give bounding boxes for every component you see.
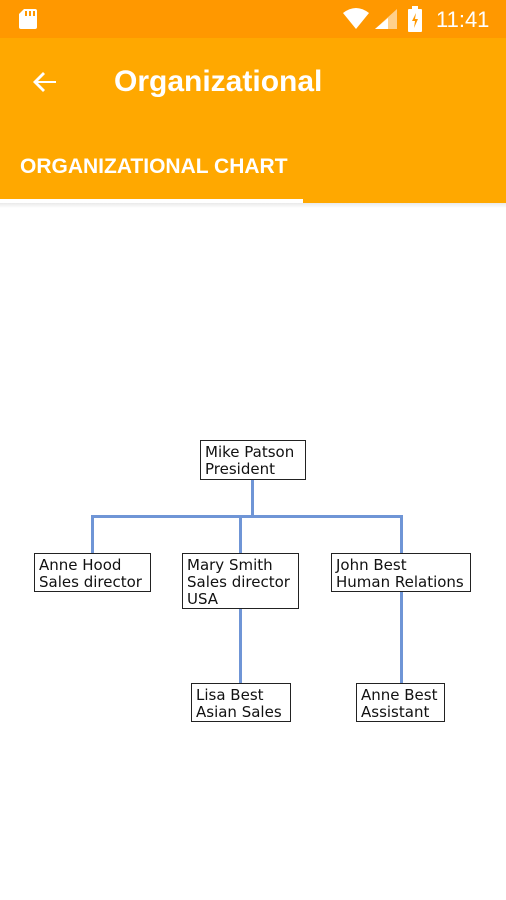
tab-indicator [0, 199, 303, 203]
connector-lisa-best [239, 608, 242, 684]
node-role: Human Relations [336, 573, 464, 591]
org-node-mike-patson: Mike Patson President [200, 440, 306, 480]
node-role: Sales director [187, 573, 290, 591]
connector-horizontal [91, 515, 403, 518]
org-node-anne-hood: Anne Hood Sales director [34, 553, 151, 592]
tab-organizational-chart[interactable]: ORGANIZATIONAL CHART [0, 130, 303, 203]
connector-root-down [251, 479, 254, 516]
page-title: Organizational [114, 65, 323, 98]
org-node-mary-smith: Mary Smith Sales director USA [182, 553, 299, 609]
node-name: Anne Best [361, 686, 438, 704]
connector-anne-hood [91, 515, 94, 553]
tab-shadow [0, 203, 506, 208]
org-node-anne-best: Anne Best Assistant [356, 683, 445, 722]
tab-label: ORGANIZATIONAL CHART [20, 155, 288, 178]
sd-card-icon [19, 9, 37, 29]
node-role: Assistant [361, 703, 430, 721]
status-time: 11:41 [436, 7, 490, 32]
connector-mary-smith [239, 515, 242, 553]
app-bar: Organizational [0, 38, 506, 130]
connector-anne-best [400, 591, 403, 684]
node-role: Asian Sales [196, 703, 282, 721]
node-name: Anne Hood [39, 556, 122, 574]
wifi-icon [343, 8, 369, 29]
arrow-back-icon[interactable] [24, 60, 68, 104]
connector-john-best [400, 515, 403, 553]
node-name: Lisa Best [196, 686, 264, 704]
org-node-lisa-best: Lisa Best Asian Sales [191, 683, 291, 722]
status-bar: 11:41 [0, 0, 506, 38]
org-node-john-best: John Best Human Relations [331, 553, 471, 592]
signal-icon [375, 9, 397, 29]
node-extra: USA [187, 590, 219, 608]
node-name: John Best [336, 556, 407, 574]
node-name: Mike Patson [205, 443, 295, 461]
org-chart: Mike Patson President Anne Hood Sales di… [0, 208, 506, 900]
node-name: Mary Smith [187, 556, 273, 574]
battery-icon [408, 6, 422, 32]
node-role: President [205, 460, 275, 478]
node-role: Sales director [39, 573, 142, 591]
tab-bar: ORGANIZATIONAL CHART [0, 130, 506, 203]
